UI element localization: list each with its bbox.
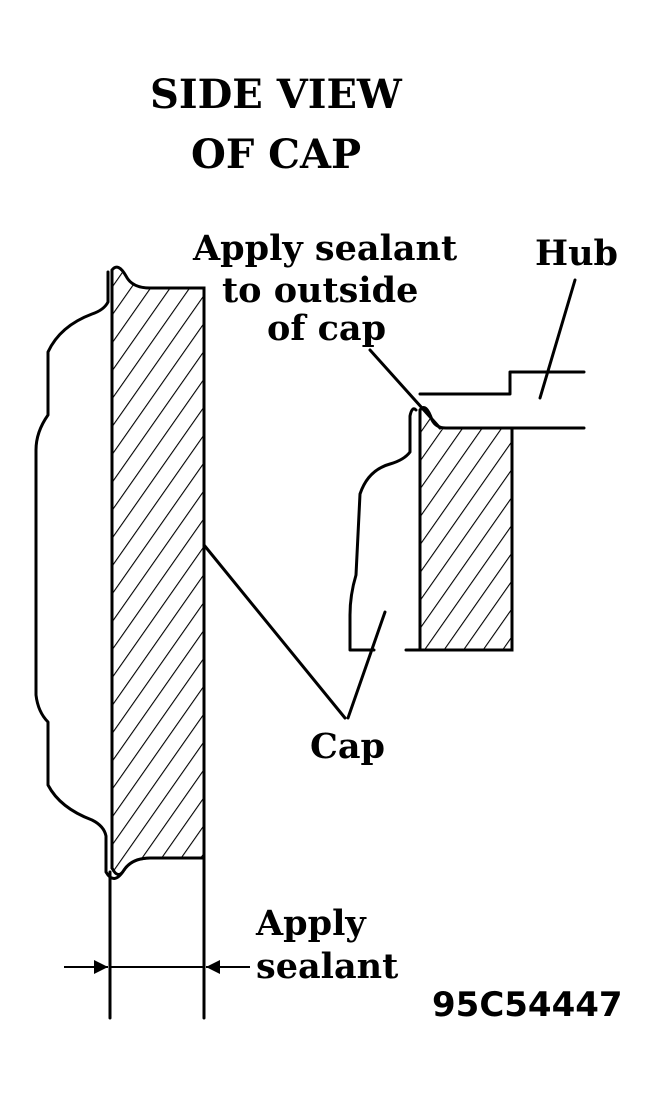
callout-bottom-line-2: sealant [256,946,398,987]
callout-bottom-line-1: Apply [255,903,367,944]
title-line-2: OF CAP [191,131,361,178]
hub-label: Hub [535,233,618,274]
figure-code: 95C54447 [432,985,623,1025]
callout-outside-line-2: to outside [222,270,418,311]
small-cap-inset [348,370,586,652]
cap-label: Cap [310,726,385,767]
callout-outside-line-1: Apply sealant [192,228,457,269]
leader-lines [202,278,577,720]
sealant-dimension [64,856,250,1020]
large-cap-drawing [34,265,206,880]
callout-outside-line-3: of cap [267,308,386,349]
title-line-1: SIDE VIEW [150,71,403,118]
